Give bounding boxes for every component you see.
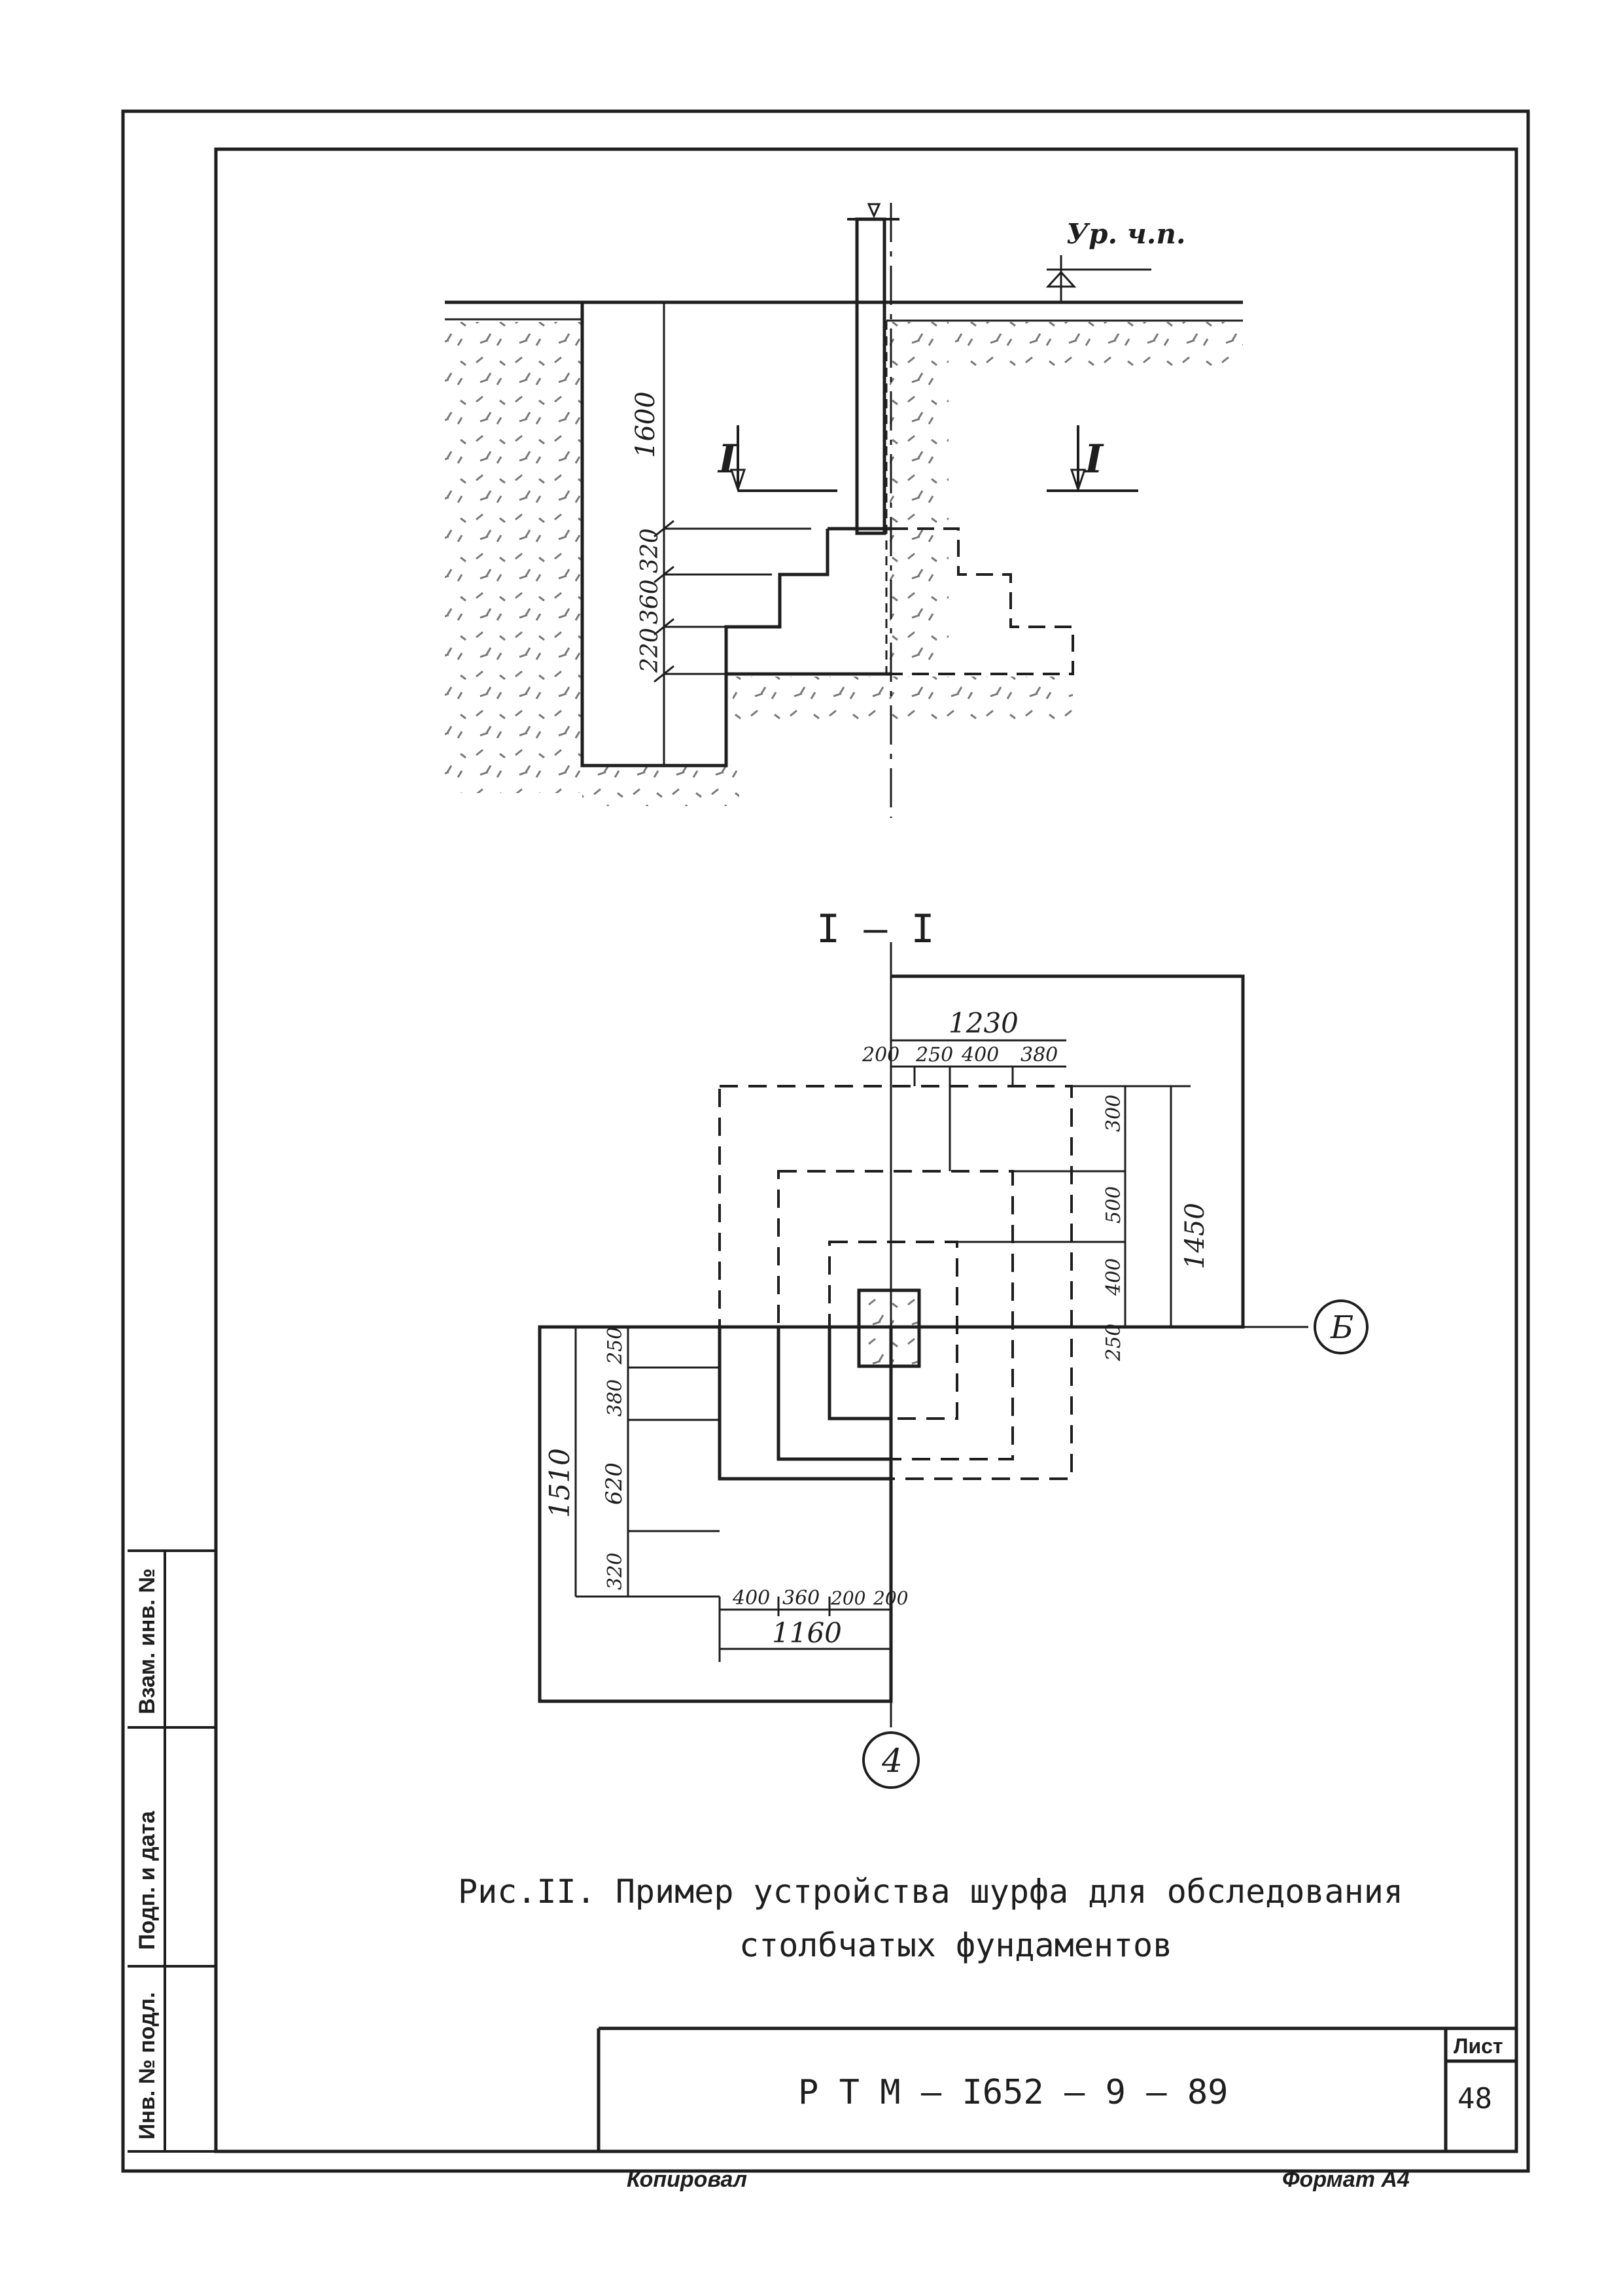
- dim-section-320: 320: [637, 528, 663, 573]
- footer-format: Формат А4: [1282, 2167, 1410, 2192]
- dim-bottom-1: 400: [732, 1587, 770, 1610]
- stamp-inv-no: Инв. № подл.: [135, 1992, 160, 2140]
- stamp-replace-inv: Взам. инв. №: [135, 1568, 160, 1714]
- caption-line1: Рис.II. Пример устройства шурфа для обсл…: [458, 1873, 1403, 1911]
- dim-bottom-3: 200: [830, 1587, 865, 1609]
- pit-plan: [891, 974, 1245, 1329]
- dim-bottom-2: 360: [782, 1587, 820, 1610]
- dim-section-220: 220: [637, 627, 663, 673]
- level-mark: Ур. ч.п.: [1066, 218, 1186, 250]
- axis-B-bubble: [1314, 1299, 1369, 1354]
- cut-mark-right: I: [1083, 436, 1104, 482]
- dim-section-360: 360: [637, 579, 663, 624]
- dim-left-2: 380: [604, 1379, 627, 1417]
- dim-right-3: 400: [1102, 1258, 1125, 1296]
- axis-B-label: Б: [1330, 1309, 1353, 1346]
- dim-right-1: 300: [1102, 1095, 1125, 1132]
- dim-right-2: 500: [1102, 1186, 1125, 1224]
- outer-frame: [121, 109, 1530, 2173]
- dim-bottom-4: 200: [873, 1587, 908, 1609]
- plan-title: I – I: [816, 906, 935, 952]
- dim-right-4: 250: [1102, 1324, 1125, 1362]
- dim-top-total: 1230: [949, 1007, 1019, 1039]
- dim-left-total: 1510: [544, 1448, 576, 1518]
- footing-step-1: [718, 1085, 1073, 1480]
- document-code: Р Т М – I652 – 9 – 89: [798, 2073, 1228, 2112]
- side-stamp: [128, 1549, 216, 2153]
- footing-right: [891, 527, 1074, 675]
- cut-mark-left: I: [717, 436, 738, 482]
- dim-left-4: 320: [604, 1553, 627, 1590]
- dim-top-2: 250: [915, 1044, 953, 1067]
- footing-step-2: [777, 1170, 1014, 1460]
- dim-right-total: 1450: [1180, 1203, 1210, 1269]
- sheet-label: Лист: [1454, 2034, 1503, 2058]
- plan-view: [538, 942, 1369, 1789]
- caption-line2: столбчатых фундаментов: [739, 1926, 1172, 1964]
- dim-top-3: 400: [961, 1044, 999, 1067]
- inner-frame: [214, 147, 1518, 2153]
- dim-bottom-total: 1160: [772, 1617, 842, 1649]
- section-view: [445, 203, 1243, 818]
- dim-left-3: 620: [601, 1462, 627, 1505]
- axis-4-label: 4: [881, 1742, 903, 1780]
- footing-left: [724, 527, 891, 674]
- title-block: [597, 2026, 1516, 2151]
- dim-left-1: 250: [604, 1327, 627, 1365]
- dim-top-4: 380: [1021, 1044, 1058, 1067]
- dim-section-1600: 1600: [631, 391, 661, 458]
- footer-copied: Копировал: [627, 2167, 747, 2192]
- column: [855, 217, 886, 535]
- stamp-sign-date: Подп. и дата: [135, 1810, 160, 1950]
- sheet-number: 48: [1457, 2082, 1492, 2115]
- dim-top-1: 200: [862, 1044, 899, 1067]
- axis-4-bubble: [862, 1731, 920, 1789]
